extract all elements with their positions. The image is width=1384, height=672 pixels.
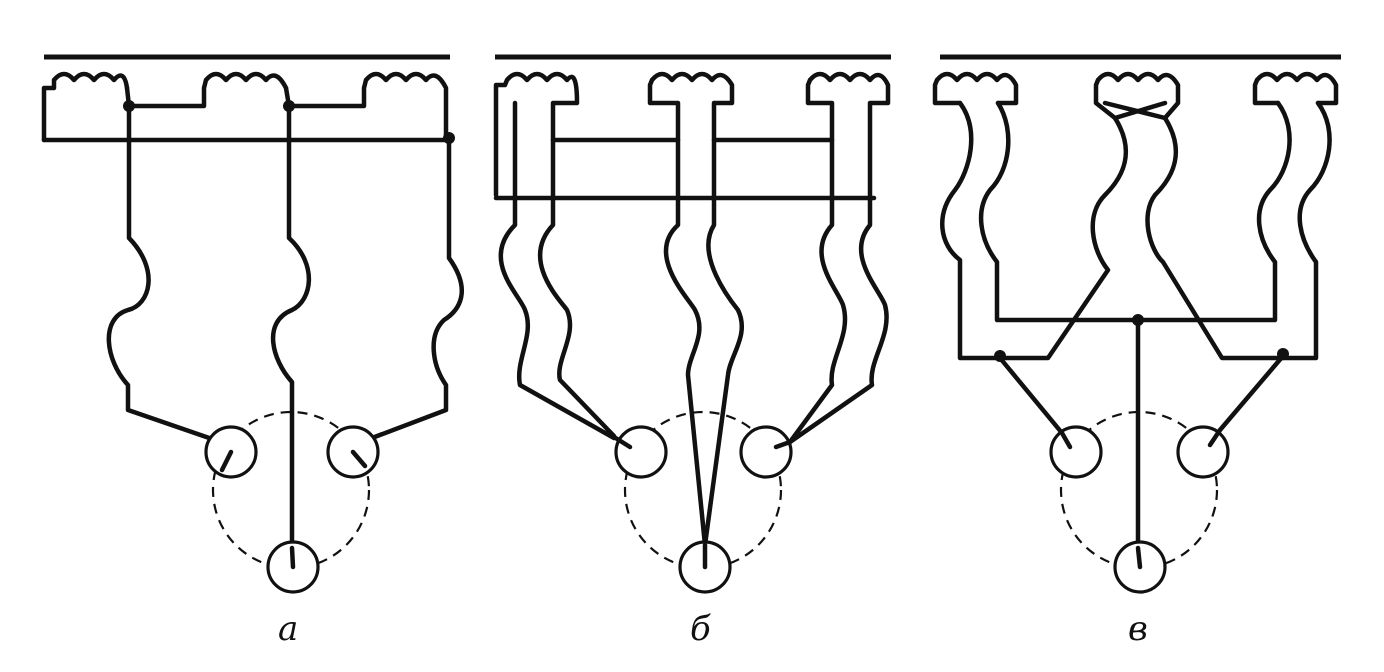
- panel-b-label: б: [690, 609, 711, 649]
- panel-v-coil-middle: [1093, 71, 1181, 121]
- panel-a-wire-tail-bottom: [289, 545, 296, 570]
- panel-a-wire-tail-right: [350, 449, 368, 469]
- panel-v-lead-left: [997, 355, 1065, 436]
- panel-a-cable-left: [106, 103, 218, 443]
- panel-a-wire-tail-left: [219, 449, 234, 473]
- panel-v-cable-left-inner: [978, 100, 1141, 323]
- panel-v-terminal-right: [1176, 425, 1230, 479]
- panel-v-cable-right-outer: [1280, 100, 1332, 361]
- panel-b-terminal-left: [614, 425, 668, 479]
- panel-a-winding-coils: [41, 71, 449, 143]
- panel-v-cable-middle-left: [997, 115, 1129, 361]
- panel-a-label: а: [278, 609, 298, 649]
- panel-a: а: [41, 54, 465, 649]
- panel-b-wire-tail-right: [773, 439, 793, 450]
- panel-b: б: [493, 54, 891, 649]
- panel-v-wire-tail-right: [1207, 427, 1223, 448]
- panel-b-terminal-right: [739, 425, 793, 479]
- panel-a-cable-middle: [270, 103, 312, 551]
- panel-b-cable-left-2: [537, 137, 617, 439]
- panel-b-cable-left-1: [498, 100, 617, 441]
- panel-v: в: [932, 54, 1341, 649]
- panel-b-cable-right-1: [787, 137, 848, 445]
- panel-b-cable-middle-1: [663, 137, 708, 548]
- panel-v-wire-tail-bottom: [1135, 545, 1143, 570]
- panel-a-cable-right: [369, 137, 465, 441]
- panel-v-coil-left: [932, 71, 1019, 106]
- panel-b-cable-middle-2: [702, 137, 745, 548]
- panel-v-lead-right: [1217, 353, 1286, 433]
- panel-b-winding-coils: [493, 71, 891, 203]
- panel-v-cable-middle-right: [1145, 115, 1286, 361]
- panel-b-cable-right-2: [787, 197, 889, 445]
- panel-v-label: в: [1128, 609, 1148, 649]
- panel-v-coil-middle-cross: [1102, 100, 1168, 121]
- panel-v-cable-left-outer: [940, 100, 1003, 361]
- panel-b-wire-tail-left: [611, 434, 633, 450]
- panel-v-cable-right-inner: [1135, 100, 1292, 323]
- panel-v-coil-right: [1252, 71, 1339, 106]
- panel-v-wire-tail-left: [1059, 430, 1073, 450]
- panel-v-terminal-left: [1049, 425, 1103, 479]
